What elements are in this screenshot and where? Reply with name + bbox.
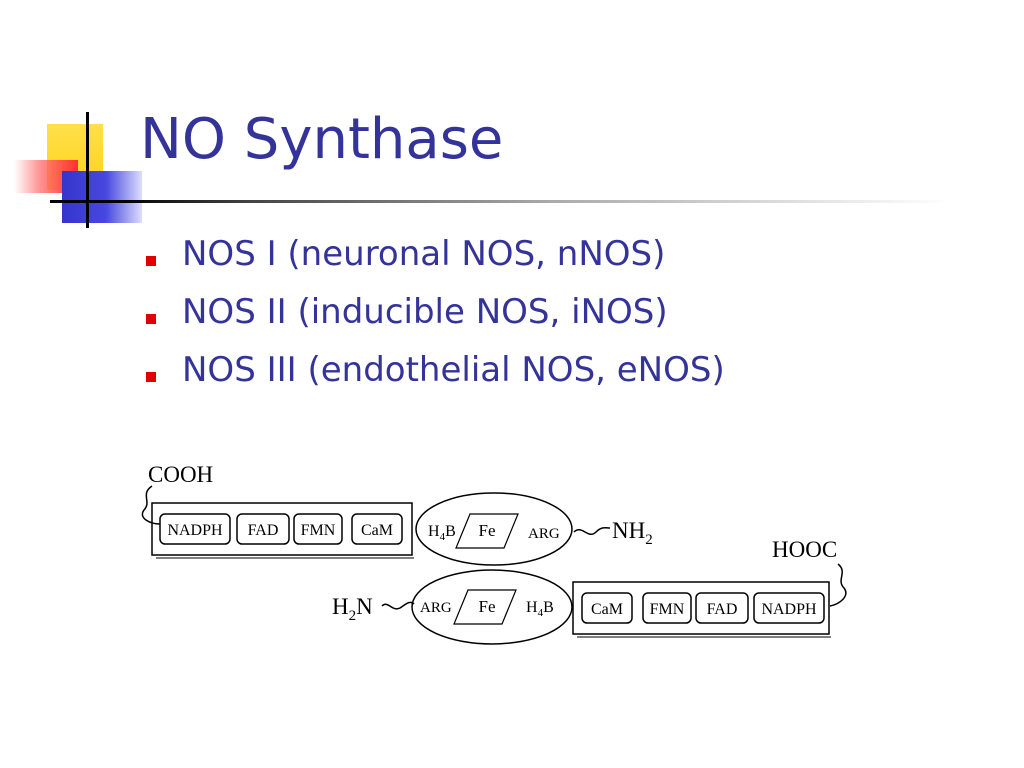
slide-title: NO Synthase xyxy=(140,107,504,172)
bottom-domain-box xyxy=(572,581,830,635)
bottom-cam-box xyxy=(581,592,633,624)
top-arg-label: ARG xyxy=(528,526,560,542)
top-tail-squiggle xyxy=(573,526,611,535)
top-h4b-label: H4B xyxy=(428,523,456,543)
decor-vertical-line xyxy=(86,112,89,228)
nos-dimer-diagram: COOH NADPH FAD FMN CaM H4B Fe ARG NH2 HO… xyxy=(141,462,847,645)
bullet-square-icon xyxy=(146,372,156,382)
bottom-fmn-label: FMN xyxy=(650,601,685,618)
bottom-nadph-box xyxy=(753,592,825,624)
top-fad-label: FAD xyxy=(248,522,279,539)
bullet-text: NOS III (endothelial NOS, eNOS) xyxy=(182,350,725,390)
bottom-squiggle xyxy=(829,563,847,607)
bottom-fe-parallelogram xyxy=(453,589,517,625)
bullet-square-icon xyxy=(146,256,156,266)
bottom-fad-box xyxy=(695,592,749,624)
bullet-square-icon xyxy=(146,314,156,324)
top-fmn-box xyxy=(293,513,343,545)
bullet-text: NOS I (neuronal NOS, nNOS) xyxy=(182,234,666,274)
bullet-text: NOS II (inducible NOS, iNOS) xyxy=(182,292,668,332)
top-nh2-label: NH2 xyxy=(612,518,653,548)
bottom-h4b-label: H4B xyxy=(526,599,554,619)
bottom-fad-label: FAD xyxy=(707,601,738,618)
decor-blue-square xyxy=(62,171,142,223)
top-fe-parallelogram xyxy=(455,513,519,549)
title-underline xyxy=(50,200,950,203)
top-fad-box xyxy=(236,513,290,545)
top-heme-ellipse xyxy=(415,492,573,566)
top-fe-label: Fe xyxy=(479,521,496,540)
bottom-hooc-label: HOOC xyxy=(772,537,837,562)
top-fmn-label: FMN xyxy=(301,522,336,539)
bottom-heme-ellipse xyxy=(411,569,573,645)
top-nadph-label: NADPH xyxy=(167,522,223,539)
top-cam-box xyxy=(351,513,403,545)
bottom-nadph-label: NADPH xyxy=(761,601,817,618)
top-domain-box xyxy=(151,502,413,556)
top-squiggle xyxy=(141,485,161,525)
top-cam-label: CaM xyxy=(361,522,393,539)
top-cooh-label: COOH xyxy=(148,462,213,487)
bottom-arg-label: ARG xyxy=(420,600,452,616)
top-nadph-box xyxy=(159,513,231,545)
bottom-cam-label: CaM xyxy=(591,601,623,618)
bottom-tail-squiggle xyxy=(381,601,415,610)
bottom-fmn-box xyxy=(642,592,692,624)
bottom-h2n-label: H2N xyxy=(332,594,373,624)
bottom-fe-label: Fe xyxy=(479,597,496,616)
